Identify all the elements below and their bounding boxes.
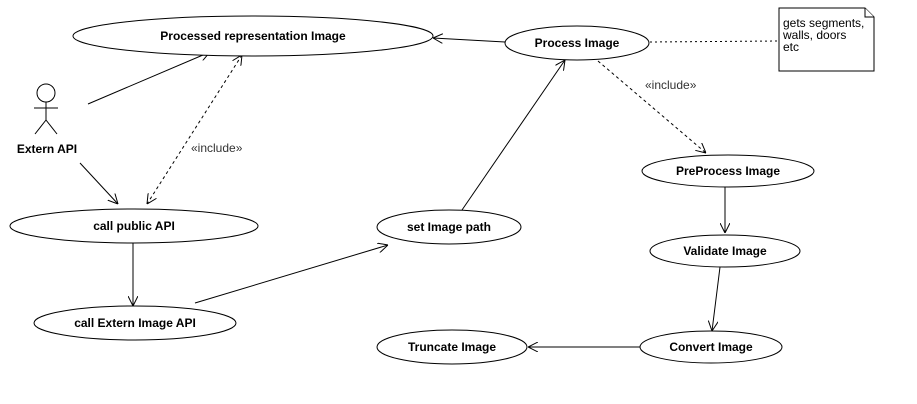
- use-case-process-image[interactable]: Process Image: [504, 25, 650, 61]
- actor-label: Extern API: [17, 142, 77, 156]
- use-case-truncate-image-label: Truncate Image: [408, 340, 496, 354]
- edge-include-processed-to-call-public-api: [147, 55, 242, 204]
- use-case-set-image-path-ellipse: [376, 209, 522, 245]
- actor-figure[interactable]: [34, 83, 58, 135]
- edge-actor-to-processed-representation: [87, 52, 210, 105]
- note-box: [778, 7, 875, 72]
- use-case-preprocess-image-ellipse: [641, 154, 815, 188]
- use-case-convert-image-ellipse: [639, 330, 783, 364]
- use-case-call-extern-image-api-label: call Extern Image API: [74, 316, 196, 330]
- note-fold: [864, 8, 874, 18]
- use-case-validate-image-label: Validate Image: [683, 244, 767, 258]
- use-case-call-public-api[interactable]: call public API: [9, 208, 259, 244]
- use-case-truncate-image[interactable]: Truncate Image: [376, 329, 528, 365]
- use-case-call-public-api-label: call public API: [93, 219, 175, 233]
- use-case-convert-image[interactable]: Convert Image: [639, 330, 783, 364]
- edge-actor-to-call-public-api: [79, 162, 118, 204]
- use-case-validate-image[interactable]: Validate Image: [649, 234, 801, 268]
- note-anchor-line: [649, 40, 780, 43]
- include-label-right: «include»: [645, 78, 697, 92]
- use-case-call-extern-image-api[interactable]: call Extern Image API: [33, 305, 237, 341]
- use-case-set-image-path[interactable]: set Image path: [376, 209, 522, 245]
- note-line-3: etc: [783, 40, 799, 54]
- use-case-processed-representation-label: Processed representation Image: [160, 29, 346, 43]
- use-case-set-image-path-label: set Image path: [407, 220, 491, 234]
- use-case-processed-representation-ellipse: [72, 15, 434, 57]
- edge-validate-to-convert: [712, 266, 721, 331]
- actor-head: [36, 83, 56, 103]
- use-case-truncate-image-ellipse: [376, 329, 528, 365]
- use-case-call-public-api-ellipse: [9, 208, 259, 244]
- actor-leg-right: [45, 119, 58, 135]
- edge-set-image-path-to-process-image: [461, 60, 565, 211]
- note-line-2: walls, doors: [782, 28, 846, 42]
- use-case-process-image-ellipse: [504, 25, 650, 61]
- use-case-convert-image-label: Convert Image: [669, 340, 753, 354]
- edge-call-extern-image-api-to-set-image-path: [194, 245, 388, 304]
- use-case-process-image-label: Process Image: [535, 36, 620, 50]
- edge-include-process-to-preprocess: [597, 60, 706, 153]
- include-label-left: «include»: [191, 141, 243, 155]
- actor-leg-left: [34, 119, 47, 135]
- use-case-call-extern-image-api-ellipse: [33, 305, 237, 341]
- use-case-preprocess-image-label: PreProcess Image: [676, 164, 780, 178]
- edge-process-image-to-processed-representation: [433, 38, 506, 42]
- note-line-1: gets segments,: [783, 16, 864, 30]
- use-case-processed-representation[interactable]: Processed representation Image: [72, 15, 434, 57]
- note[interactable]: gets segments, walls, doors etc: [778, 7, 875, 72]
- use-case-preprocess-image[interactable]: PreProcess Image: [641, 154, 815, 188]
- use-case-validate-image-ellipse: [649, 234, 801, 268]
